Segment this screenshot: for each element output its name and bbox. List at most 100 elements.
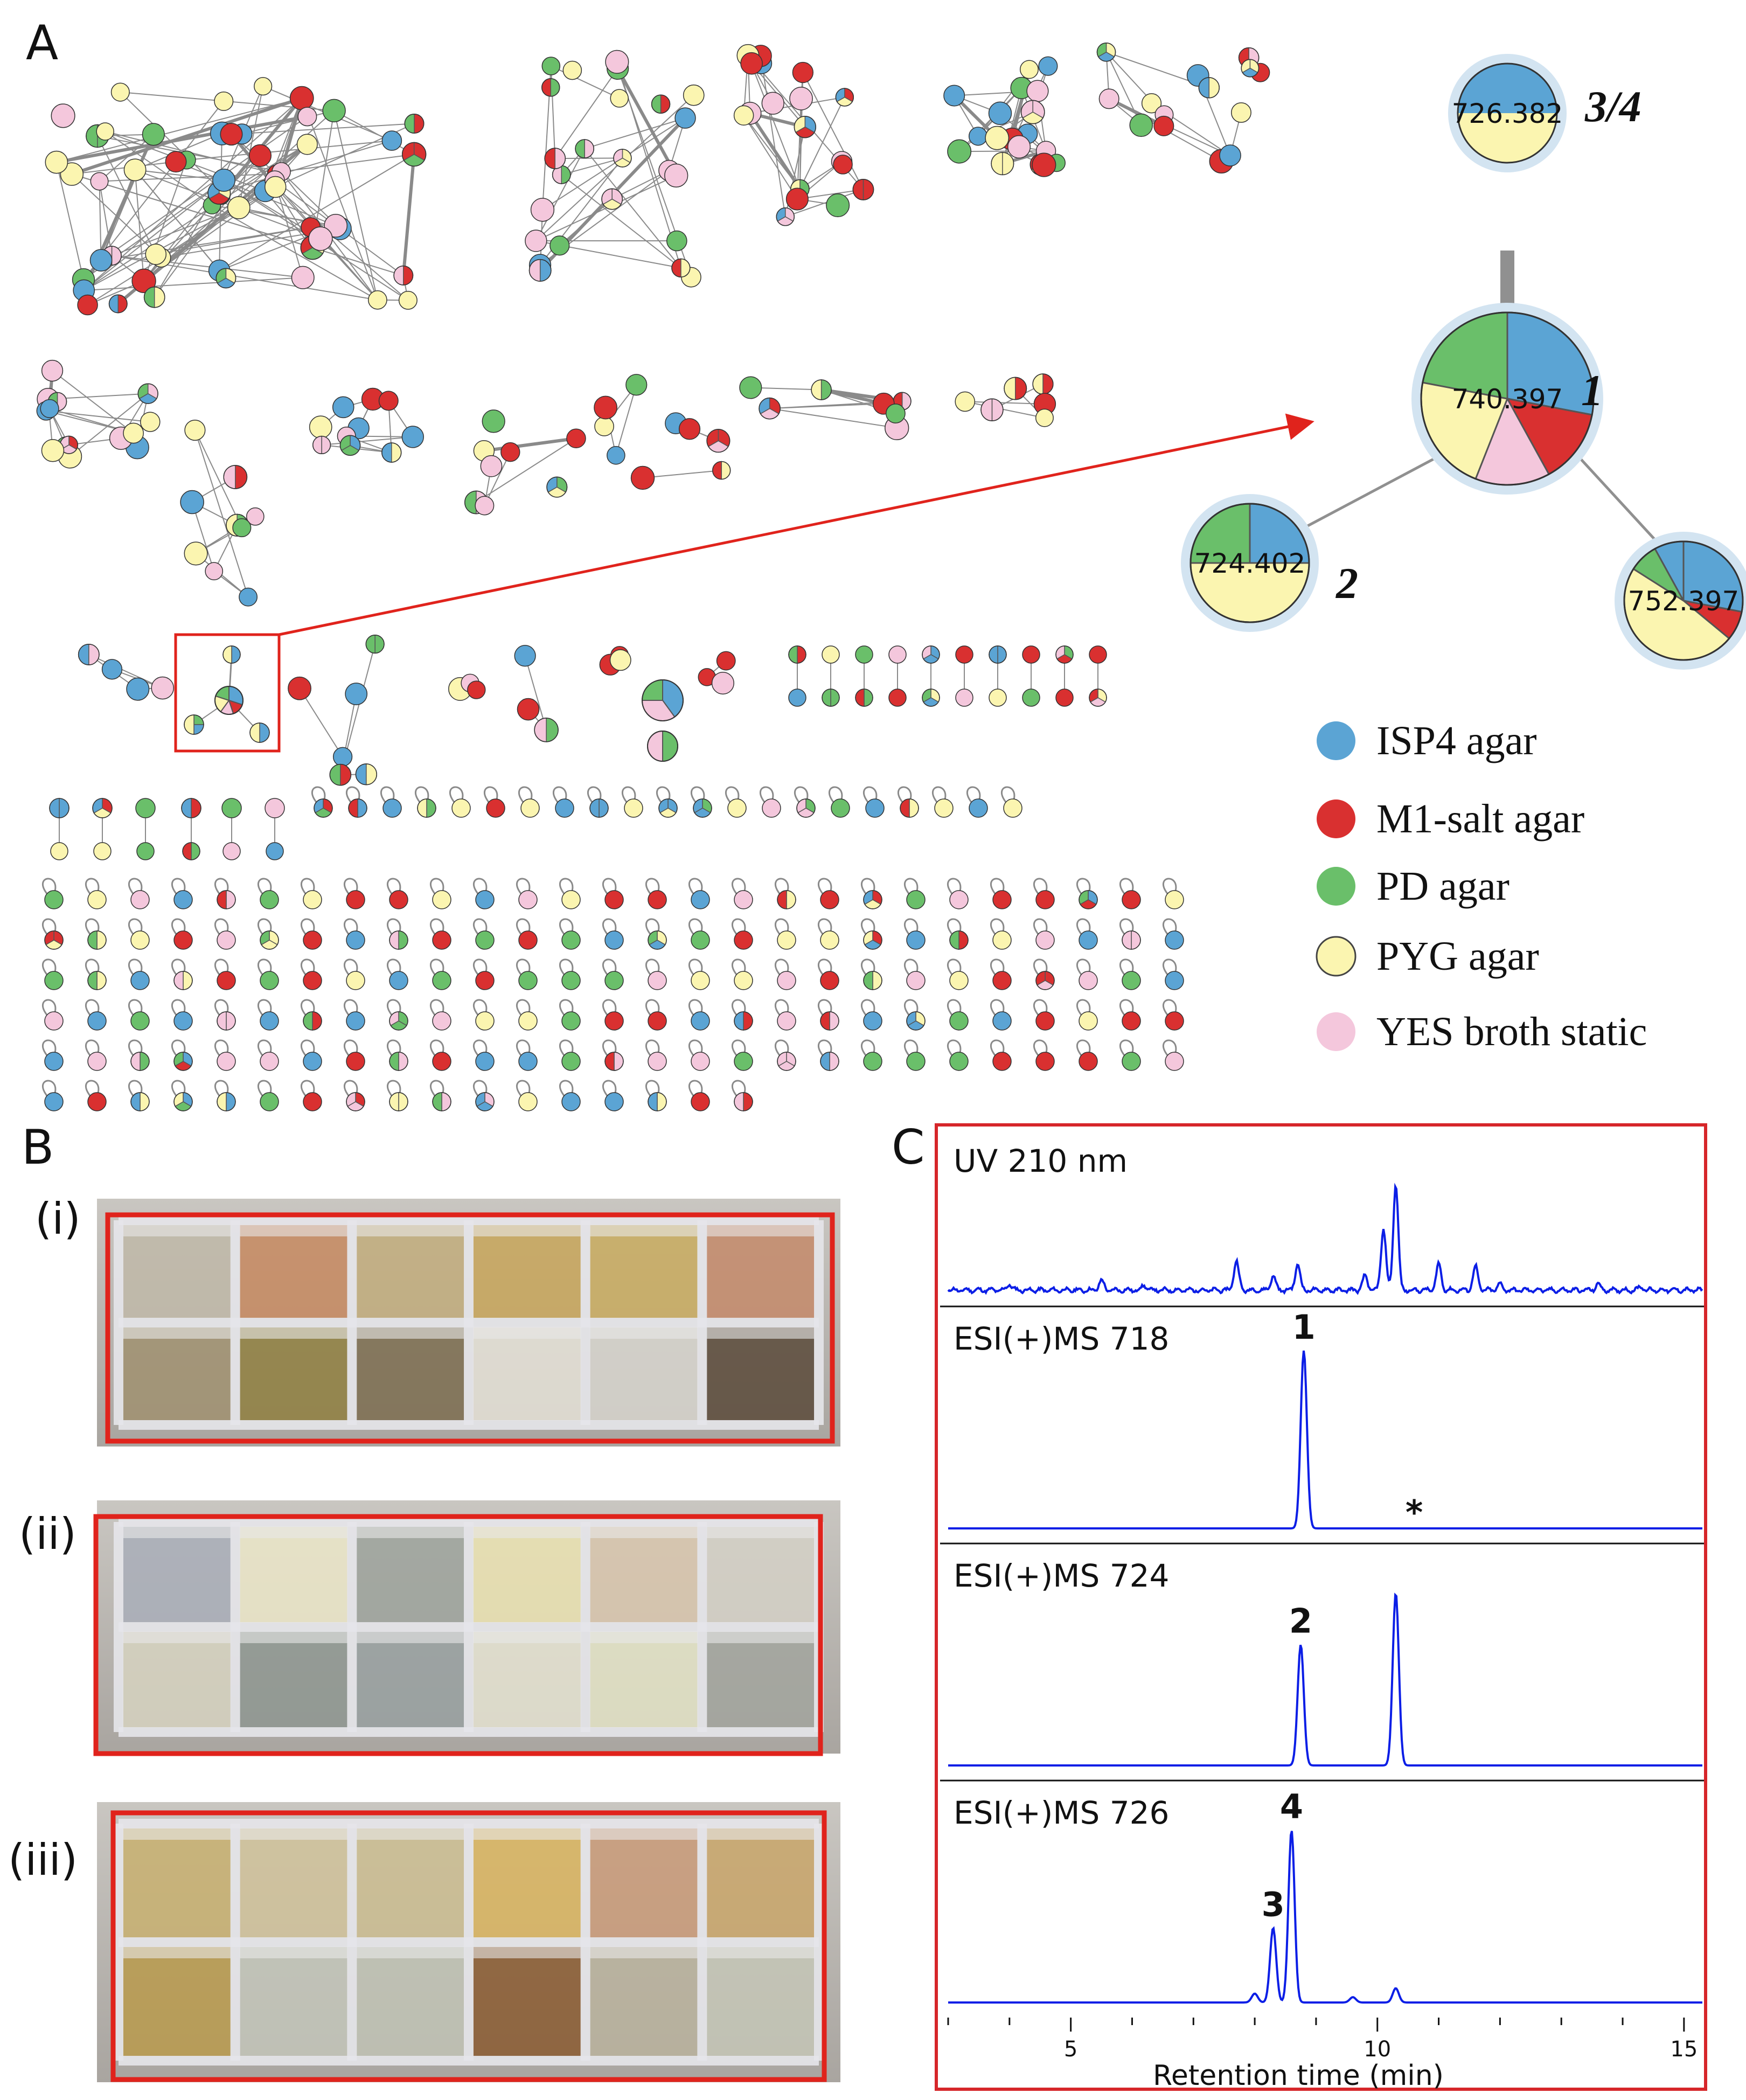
- tray-well: [473, 1631, 581, 1728]
- network-edge: [965, 401, 1045, 405]
- network-node: [131, 268, 156, 294]
- selected-cluster-box: [174, 633, 281, 753]
- network-node: [641, 679, 684, 721]
- network-node: [87, 930, 107, 950]
- self-loop: [947, 1039, 962, 1056]
- network-node: [733, 105, 754, 126]
- tray-well: [239, 1225, 348, 1318]
- self-loop: [171, 999, 186, 1016]
- network-node: [130, 890, 150, 909]
- network-node: [831, 798, 850, 818]
- network-edge: [524, 656, 547, 731]
- network-node: [173, 1052, 193, 1071]
- trace-title-1: UV 210 nm: [954, 1143, 1128, 1179]
- network-edge: [484, 436, 576, 453]
- network-edge: [99, 173, 276, 182]
- self-loop: [732, 918, 746, 935]
- self-loop: [732, 958, 746, 976]
- network-node: [346, 1011, 365, 1031]
- network-node: [215, 268, 236, 289]
- x-tick-label: 5: [1064, 2037, 1077, 2062]
- network-node: [906, 971, 926, 990]
- network-node: [561, 890, 581, 909]
- network-node: [180, 490, 204, 514]
- network-edge: [99, 181, 113, 256]
- network-node: [389, 1011, 408, 1031]
- panel-b-label-iii: (iii): [8, 1835, 78, 1885]
- self-loop: [947, 958, 962, 976]
- network-edge: [615, 384, 637, 456]
- network-node: [855, 645, 873, 664]
- network-node: [863, 890, 882, 909]
- network-node: [1035, 890, 1055, 909]
- network-node: [41, 359, 64, 382]
- network-node: [788, 645, 806, 664]
- network-node: [1198, 77, 1220, 99]
- network-node: [50, 842, 68, 860]
- network-edge: [299, 688, 343, 757]
- self-loop: [387, 999, 401, 1016]
- network-edge: [84, 277, 303, 291]
- self-loop: [990, 958, 1005, 976]
- network-node: [822, 645, 840, 664]
- network-node: [651, 94, 671, 114]
- network-node: [989, 689, 1007, 707]
- network-node: [1020, 100, 1045, 124]
- self-loop: [1033, 999, 1048, 1016]
- network-node: [136, 842, 155, 860]
- network-node: [1096, 42, 1116, 62]
- network-node: [260, 1052, 279, 1071]
- tray-well: [589, 1631, 698, 1728]
- network-node: [1122, 930, 1141, 950]
- self-loop: [645, 878, 660, 895]
- network-node: [217, 971, 236, 990]
- network-node: [609, 649, 631, 671]
- self-loop: [258, 999, 272, 1016]
- legend: ISP4 agar M1-salt agar PD agar PYG agar …: [1316, 718, 1647, 1054]
- network-node: [346, 930, 365, 950]
- network-edge: [72, 161, 176, 175]
- self-loop: [128, 1039, 143, 1056]
- network-node: [87, 1011, 107, 1031]
- network-edge: [99, 181, 102, 261]
- network-node: [777, 930, 796, 950]
- network-node: [77, 294, 98, 316]
- network-node: [552, 165, 571, 184]
- network-node: [693, 798, 712, 818]
- network-edge: [99, 134, 154, 182]
- network-node: [1035, 930, 1055, 950]
- tray-well: [473, 1526, 581, 1623]
- network-edge: [769, 403, 884, 409]
- self-loop: [1076, 999, 1091, 1016]
- network-node: [1165, 930, 1184, 950]
- network-edge: [965, 401, 1045, 419]
- network-node: [254, 77, 273, 96]
- self-loop: [1076, 1039, 1091, 1056]
- legend-label-m1: M1-salt agar: [1376, 796, 1584, 842]
- network-node: [525, 230, 547, 252]
- self-loop: [516, 1080, 531, 1097]
- network-node: [78, 643, 100, 665]
- network-node: [288, 676, 311, 700]
- network-node: [260, 1092, 279, 1111]
- self-loop: [990, 878, 1005, 895]
- x-tick-label: 10: [1364, 2037, 1391, 2062]
- network-edge: [241, 110, 335, 135]
- network-node: [217, 1052, 236, 1071]
- network-edge: [72, 173, 313, 248]
- network-node: [130, 1092, 150, 1111]
- network-edge: [69, 393, 149, 457]
- network-node: [594, 416, 614, 436]
- network-node: [87, 1052, 107, 1071]
- network-node: [1122, 890, 1141, 909]
- network-node: [777, 890, 796, 909]
- network-node: [248, 144, 272, 167]
- network-node: [691, 1011, 710, 1031]
- network-node: [561, 1052, 581, 1071]
- self-loop: [387, 1039, 401, 1056]
- network-node: [44, 1092, 64, 1111]
- network-edge: [101, 226, 311, 261]
- network-edge: [194, 430, 242, 529]
- network-edge: [551, 65, 620, 99]
- network-node: [432, 930, 451, 950]
